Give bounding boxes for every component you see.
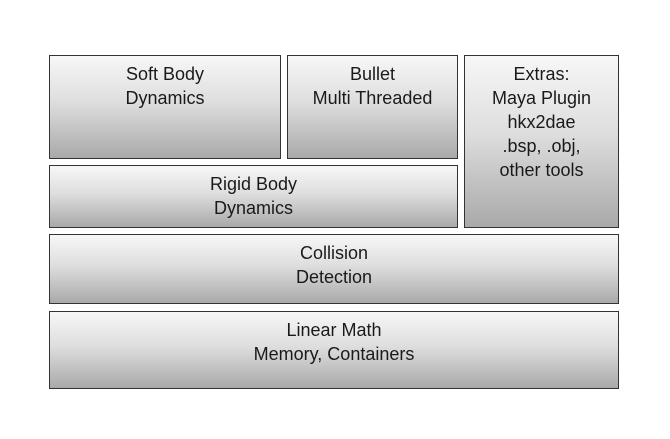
block-label-line: Extras: <box>513 64 570 84</box>
block-label-line: Dynamics <box>125 88 205 108</box>
block-label-line: Memory, Containers <box>253 344 415 364</box>
block-label-line: Linear Math <box>286 320 382 340</box>
extras-block: Extras: Maya Plugin hkx2dae .bsp, .obj, … <box>464 55 619 228</box>
block-label-line: Bullet <box>349 64 396 84</box>
soft-body-dynamics-block: Soft Body Dynamics <box>49 55 281 159</box>
block-label-line: other tools <box>499 160 584 180</box>
block-label-line: Maya Plugin <box>491 88 592 108</box>
block-label-line: Dynamics <box>213 198 293 218</box>
block-label-line: Multi Threaded <box>312 88 433 108</box>
block-label-line: .bsp, .obj, <box>502 136 581 156</box>
block-label-line: Rigid Body <box>209 174 298 194</box>
block-label-line: hkx2dae <box>507 112 576 132</box>
collision-detection-block: Collision Detection <box>49 234 619 304</box>
rigid-body-dynamics-block: Rigid Body Dynamics <box>49 165 458 228</box>
block-label-line: Detection <box>295 267 373 287</box>
block-label-line: Collision <box>299 243 369 263</box>
linear-math-block: Linear Math Memory, Containers <box>49 311 619 389</box>
block-label-line: Soft Body <box>125 64 205 84</box>
bullet-multi-threaded-block: Bullet Multi Threaded <box>287 55 458 159</box>
